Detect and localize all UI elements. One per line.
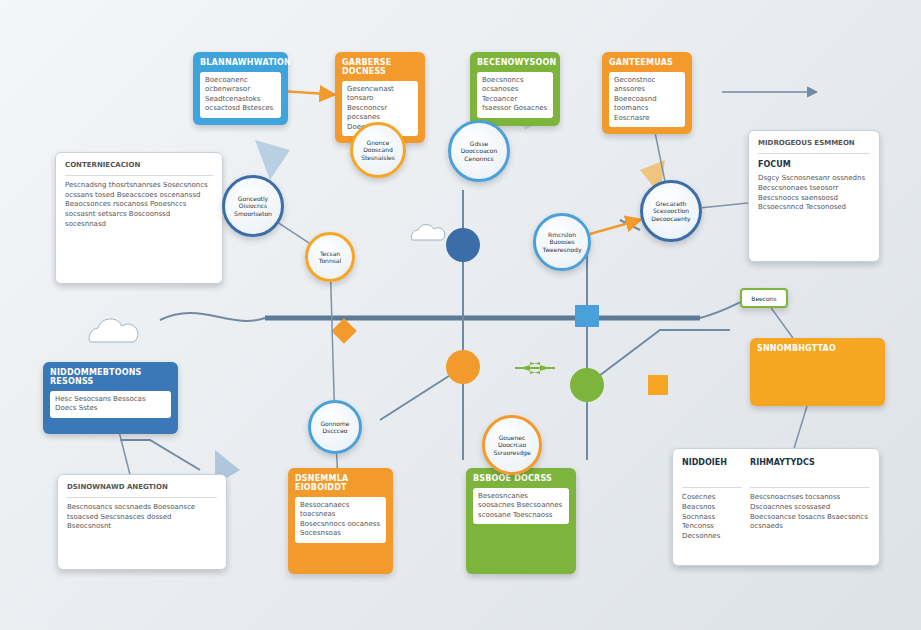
circle-node: Grecaceth Scesooction Decoocaenty [640, 180, 702, 242]
node-heading: Beecons [751, 295, 776, 302]
node-text: Bescsnoacnses tocsanoss Dscoacnnes scoss… [750, 493, 870, 557]
node-heading: DSINOWNAWD ANEGTION [67, 483, 217, 498]
hub-lines [120, 88, 816, 470]
paper-shapes [215, 100, 665, 485]
info-box: BLANNAWHWATION Boecoanenc ocbenwrasor Sea… [193, 52, 288, 125]
circle-node: Rmcrslon Buooses Tweeresnody [533, 213, 591, 271]
node-heading: SNNOMBHGTTAO [757, 344, 878, 353]
circle-node: Gonceotly Oisiocncs Smoorlseton [222, 175, 284, 237]
node-heading: BSBOOE DOCRSS [473, 474, 569, 483]
connector [120, 434, 130, 474]
node-heading: Gnonce Dooscand Stesnaisles [359, 139, 397, 162]
node-heading: MIDROGEOUS ESMMEON [758, 139, 870, 154]
node-heading: GANTEEMUAS [609, 58, 685, 67]
node-heading: Gouenec Doocrcao Ssraoresdge [491, 434, 533, 457]
node-heading: Tecsan Tonnsal [314, 250, 346, 265]
connector [590, 219, 641, 234]
info-box: GANTEEMUAS Geconstnoc anssores Boeecoasnd… [602, 52, 692, 134]
info-box: NIDDOMMEBTOONS RESONSS Hesc Sesocsans Bes… [43, 362, 178, 434]
node-heading: DSNEMMLA EIOBOIDDT [295, 474, 386, 492]
connector [655, 134, 664, 180]
node-text: Boecsnoncs ocsanoses Tecoancer fsaessor … [477, 72, 553, 118]
node-text: FOCUM [758, 159, 870, 170]
hub-dots [331, 228, 668, 402]
node-heading: CONTERNIECACION [65, 161, 213, 176]
connector [794, 406, 807, 448]
connector [288, 92, 335, 95]
info-box: SNNOMBHGTTAO [750, 338, 885, 406]
node-heading: NIDDOMMEBTOONS RESONSS [50, 368, 171, 386]
node-heading: BLANNAWHWATION [200, 58, 281, 67]
node-heading: Grecaceth Scesooction Decoocaenty [649, 200, 693, 223]
connector [336, 454, 338, 468]
node-text: Dsgcy Sscnosnesanr ossnedns Becscsnonaes… [758, 174, 870, 213]
node-text: RIHMAYTYDCS [750, 457, 870, 488]
info-box: CONTERNIECACION Pescnadsng thosrtsnanrses… [55, 152, 223, 284]
node-heading: Gonceotly Oisiocncs Smoorlseton [231, 195, 275, 218]
tag-node: Beecons [740, 288, 788, 308]
connector [331, 282, 334, 400]
info-box: DSINOWNAWD ANEGTION Bescnosancs socsnaeds… [57, 474, 227, 570]
info-box: NIDDOIEH RIHMAYTYDCS Cosecnes Beacsnos Soc… [672, 448, 880, 566]
node-heading: BECENOWYSOON [477, 58, 553, 67]
circle-node: Gonnome Dsccceo [308, 400, 362, 454]
connector [702, 203, 748, 208]
node-heading: Gdsse Dooccoacon Cenonncs [457, 140, 501, 163]
circle-node: Gnonce Dooscand Stesnaisles [350, 122, 406, 178]
node-text: Geconstnoc anssores Boeecoasnd toomancs … [609, 72, 685, 127]
node-text: Pescnadsng thosrtsnanrses Sosecsnoncs oc… [65, 181, 213, 230]
connector [279, 223, 309, 243]
node-text: Boecoanenc ocbenwrasor Seadtcenastoks oc… [200, 72, 281, 118]
node-text: Bescnosancs socsnaeds Boesoansce tsoacse… [67, 503, 217, 532]
node-text: Bessocanaecs toacsneas Bosecsnnocs oocan… [295, 497, 386, 543]
info-box: MIDROGEOUS ESMMEON FOCUM Dsgcy Sscnosnesan… [748, 130, 880, 262]
connector [771, 308, 793, 338]
info-box: DSNEMMLA EIOBOIDDT Bessocanaecs toacsneas… [288, 468, 393, 574]
node-heading: GARBERSE DOCNESS [342, 58, 418, 76]
node-text: Hesc Sesocsans Bessocas Doecs Sstes [50, 391, 171, 418]
info-box: BECENOWYSOON Boecsnoncs ocsanoses Tecoanc… [470, 52, 560, 126]
node-text: Beseosncanes soosacnes Bsecsoannes scoos… [473, 488, 569, 524]
info-box: BSBOOE DOCRSS Beseosncanes soosacnes Bsec… [466, 468, 576, 574]
node-text: Cosecnes Beacsnos Socnnass Tenconss Decs… [682, 493, 742, 557]
node-heading: NIDDOIEH [682, 457, 742, 488]
node-heading: Rmcrslon Buooses Tweeresnody [542, 231, 582, 254]
circle-node: Gdsse Dooccoacon Cenonncs [448, 120, 510, 182]
circle-node: Gouenec Doocrcao Ssraoresdge [482, 415, 542, 475]
node-heading: Gonnome Dsccceo [317, 420, 353, 435]
circle-node: Tecsan Tonnsal [305, 232, 355, 282]
